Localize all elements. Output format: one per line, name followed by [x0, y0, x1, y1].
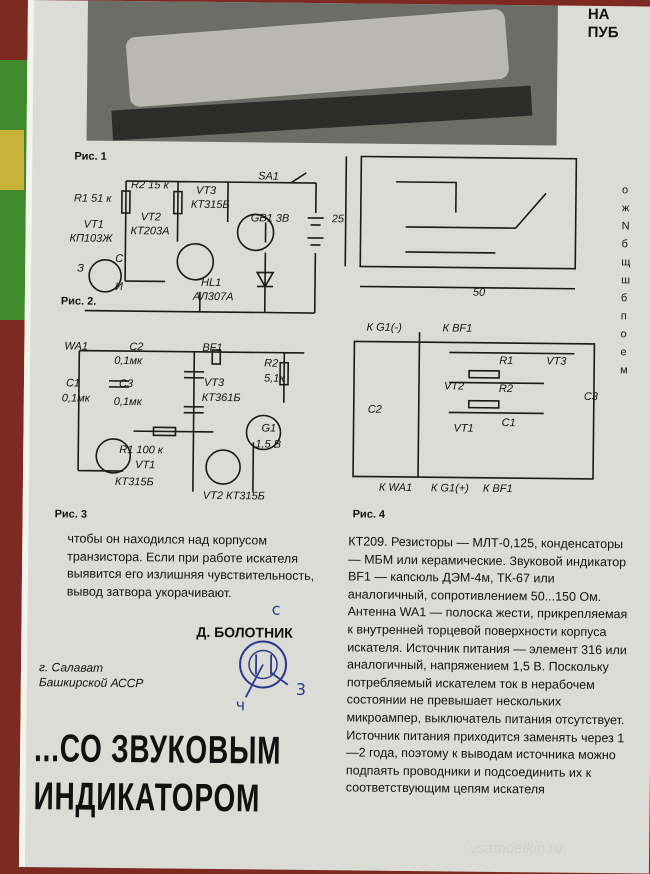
right-column-text: КТ209. Резисторы — МЛТ-0,125, конденсато… [345, 534, 628, 797]
fig3-vt3-label: VT3 [203, 376, 225, 390]
margin-text: о ж N б щ ш б п о е м [620, 184, 631, 377]
fig4-c2-label: C2 [367, 403, 382, 416]
fig3-vt1-symbol [95, 438, 132, 474]
fig3-c3-value: 0,1мк [113, 395, 142, 409]
fig4-kbf1-top: К BF1 [442, 322, 473, 335]
fig2-vt1-label: VT1 [83, 218, 104, 231]
corner-heading: НА ПУБ [587, 5, 619, 42]
fig3-c2-value: 0,1мк [114, 354, 143, 368]
fig4-kbf1-bottom: К BF1 [482, 482, 513, 496]
fig4-board-outline [359, 155, 578, 270]
fig3-caption: Рис. 3 [54, 508, 88, 521]
fig4-c3-label: C3 [583, 390, 598, 403]
fig4-kg1-minus: К G1(-) [366, 321, 402, 334]
magazine-page: НА ПУБ о ж N б щ ш б п о е м Рис. 1 Рис.… [18, 0, 650, 874]
fig3-vt1-type: КТ315Б [114, 475, 154, 489]
fig4-c1-label: C1 [501, 416, 516, 430]
fig3-r2 [279, 361, 290, 386]
fig4-traces [396, 181, 547, 254]
fig3-g1-value: 1,5 В [255, 438, 282, 451]
fig4-vt1-label: VT1 [453, 422, 474, 435]
fig2-led [255, 271, 275, 289]
fig2-schematic [84, 172, 324, 314]
fig3-wa1-label: WA1 [64, 340, 89, 353]
fig2-battery [307, 217, 324, 246]
fig2-r1 [120, 190, 131, 214]
fig2-vt2-symbol [176, 242, 215, 281]
fig2-pin-c: С [115, 252, 124, 266]
headline-line1: ...СО ЗВУКОВЫМ [33, 727, 282, 773]
fig4-dim50: 50 [472, 286, 486, 299]
fig4-layout-outline [352, 340, 596, 480]
fig4-r1-label: R1 [499, 354, 514, 368]
fig2-vt3-label: VT3 [195, 184, 217, 197]
pinout-circle [239, 640, 288, 689]
fig2-vt1-type: КП103Ж [69, 232, 113, 245]
fig4-caption: Рис. 4 [352, 508, 386, 521]
fig3-vt3-symbol [245, 414, 282, 451]
fig4-layout-lines [417, 332, 575, 478]
pin-label-4: ч [236, 695, 246, 714]
fig3-schematic [77, 349, 305, 493]
fig3-vt3-type: КТ361Б [201, 391, 241, 405]
fig2-pin-i: И [114, 280, 123, 294]
fig4-kg1-plus: К G1(+) [430, 482, 469, 495]
fig4-r1 [468, 369, 500, 379]
fig4-r2-label: R2 [498, 382, 514, 396]
fig4-kwa1: К WA1 [378, 481, 413, 495]
fig2-switch [290, 172, 307, 184]
fig2-vt2-type: КТ203А [130, 225, 170, 238]
fig4-dimension-lines [344, 156, 576, 290]
fig2-gb1-label: GB1 3В [250, 212, 290, 225]
fig3-bf1-label: BF1 [202, 341, 223, 355]
fig2-vt3-type: КТ315Б [190, 198, 230, 212]
fig3-c2-label: C2 [129, 341, 144, 354]
fig3-capacitors [108, 370, 205, 414]
author-city: г. Салават [38, 660, 104, 675]
fig3-c1-label: C1 [65, 377, 81, 390]
fig4-dim25: 25 [331, 213, 345, 226]
fig2-r2-label: R2 15 к [131, 179, 169, 192]
pin-label-c: с [272, 600, 281, 619]
fig2-r2 [172, 190, 183, 215]
fig3-r1-label: R1 100 к [119, 443, 164, 457]
fig3-bf1 [211, 349, 222, 365]
fig2-vt1-symbol [88, 259, 122, 293]
fig3-vt2-label: VT2 КТ315Б [202, 489, 265, 503]
left-column-text: чтобы он находился над корпусом транзист… [66, 531, 315, 600]
watermark: vsamdelkin.ru [470, 840, 563, 857]
fig2-sa1-label: SA1 [258, 170, 280, 183]
fig4-r2 [467, 399, 500, 409]
desk-background-yellow [0, 130, 24, 190]
fig3-c3-label: C3 [118, 377, 134, 391]
fig3-vt2-symbol [205, 449, 241, 485]
device-photo [86, 0, 558, 146]
fig3-r2-label: R2 [264, 357, 279, 370]
fig3-r2-value: 5,1к [263, 372, 285, 385]
fig3-g1-label: G1 [261, 422, 277, 435]
fig4-vt2-label: VT2 [443, 380, 465, 393]
fig2-r1-label: R1 51 к [73, 192, 112, 205]
fig3-r1 [152, 426, 177, 437]
handwritten-pinout-sketch: с 3 ч [236, 600, 307, 715]
fig3-vt1-label: VT1 [135, 459, 156, 472]
fig2-hl1-type: АЛ307А [192, 290, 234, 304]
fig2-hl1-label: HL1 [200, 276, 222, 290]
fig2-vt3-symbol [236, 213, 275, 252]
fig4-pcb [344, 155, 596, 480]
fig2-vt2-label: VT2 [140, 211, 161, 224]
fig3-c1-value: 0,1мк [61, 392, 90, 405]
pin-label-3: 3 [296, 680, 306, 699]
fig2-pin-z: З [77, 262, 85, 275]
author-region: Башкирской АССР [38, 675, 144, 691]
headline-line2: ИНДИКАТОРОМ [33, 775, 261, 821]
fig4-vt3-label: VT3 [546, 355, 567, 368]
